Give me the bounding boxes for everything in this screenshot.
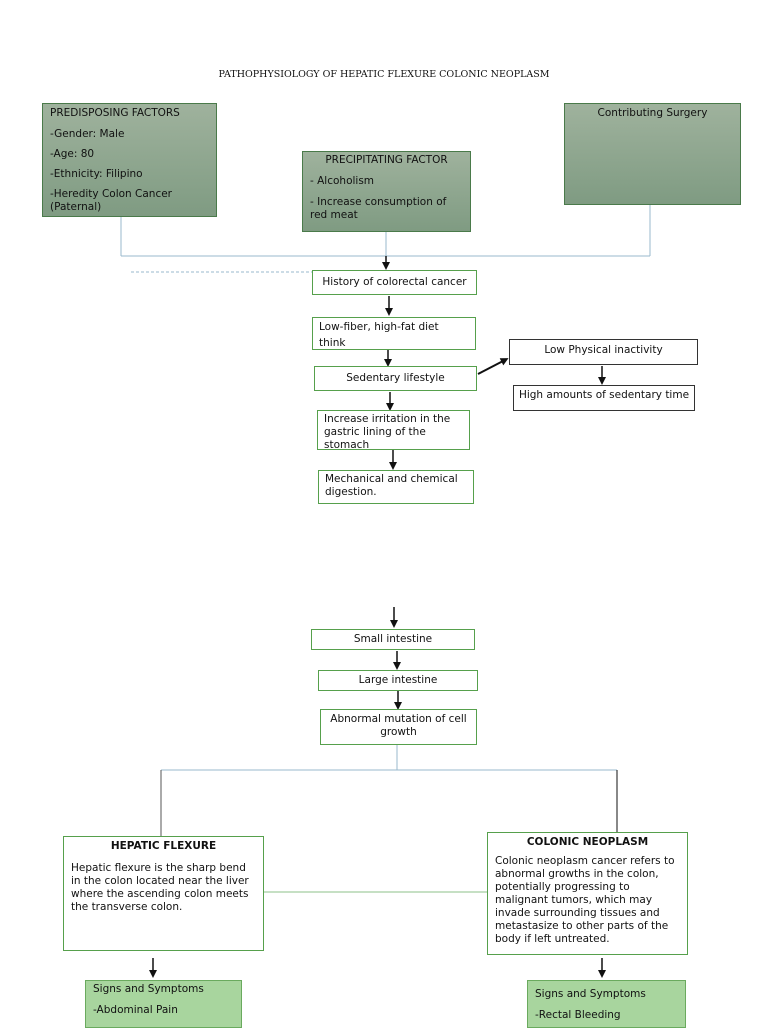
colonic-neoplasm-box: COLONIC NEOPLASM Colonic neoplasm cancer… — [487, 832, 688, 955]
flow-label: Large intestine — [358, 674, 438, 686]
signs-symptoms-left-box: Signs and Symptoms -Abdominal Pain — [85, 980, 242, 1028]
signs-heading: Signs and Symptoms — [93, 983, 204, 995]
flow-label: Mechanical and chemical digestion. — [325, 473, 458, 498]
colonic-heading: COLONIC NEOPLASM — [526, 836, 649, 848]
predisposing-item: -Ethnicity: Filipino — [50, 168, 143, 180]
side-label: High amounts of sedentary time — [518, 389, 690, 401]
small-intestine-box: Small intestine — [311, 629, 475, 650]
precipitating-item: - Increase consumption of red meat — [310, 196, 447, 221]
signs-symptoms-right-box: Signs and Symptoms -Rectal Bleeding — [527, 980, 686, 1028]
precipitating-heading: PRECIPITATING FACTOR — [325, 154, 448, 166]
signs-heading: Signs and Symptoms — [535, 988, 646, 1000]
digestion-box: Mechanical and chemical digestion. — [318, 470, 474, 504]
page-title: PATHOPHYSIOLOGY OF HEPATIC FLEXURE COLON… — [218, 69, 550, 80]
sedentary-time-box: High amounts of sedentary time — [513, 385, 695, 411]
predisposing-item: -Age: 80 — [50, 148, 95, 160]
flow-label: Sedentary lifestyle — [346, 372, 445, 384]
hepatic-flexure-box: HEPATIC FLEXURE Hepatic flexure is the s… — [63, 836, 264, 951]
gastric-irritation-box: Increase irritation in the gastric linin… — [317, 410, 470, 450]
contributing-surgery-box: Contributing Surgery — [564, 103, 741, 205]
history-colorectal-cancer-box: History of colorectal cancer — [312, 270, 477, 295]
sedentary-lifestyle-box: Sedentary lifestyle — [314, 366, 477, 391]
flow-label: Abnormal mutation of cell growth — [330, 713, 467, 738]
predisposing-factors-box: PREDISPOSING FACTORS -Gender: Male -Age:… — [42, 103, 217, 217]
precipitating-factor-box: PRECIPITATING FACTOR - Alcoholism - Incr… — [302, 151, 471, 232]
flow-label-cut: think — [319, 337, 346, 349]
large-intestine-box: Large intestine — [318, 670, 478, 691]
predisposing-heading: PREDISPOSING FACTORS — [50, 107, 180, 119]
predisposing-item: -Heredity Colon Cancer (Paternal) — [50, 188, 173, 213]
contributing-heading: Contributing Surgery — [597, 107, 708, 119]
abnormal-mutation-box: Abnormal mutation of cell growth — [320, 709, 477, 745]
signs-item: -Abdominal Pain — [93, 1004, 178, 1016]
signs-item: -Rectal Bleeding — [535, 1009, 621, 1021]
side-label: Low Physical inactivity — [544, 344, 663, 356]
flow-label: History of colorectal cancer — [322, 276, 467, 288]
physical-inactivity-box: Low Physical inactivity — [509, 339, 698, 365]
colonic-description: Colonic neoplasm cancer refers to abnorm… — [495, 855, 675, 945]
flow-label: Increase irritation in the gastric linin… — [324, 413, 451, 450]
predisposing-item: -Gender: Male — [50, 128, 125, 140]
flow-label: Small intestine — [353, 633, 433, 645]
flow-label: Low-fiber, high-fat diet — [319, 321, 439, 333]
hepatic-description: Hepatic flexure is the sharp bend in the… — [71, 862, 249, 913]
precipitating-item: - Alcoholism — [310, 175, 375, 187]
low-fiber-diet-box: Low-fiber, high-fat diet think — [312, 317, 476, 350]
hepatic-heading: HEPATIC FLEXURE — [110, 840, 217, 852]
